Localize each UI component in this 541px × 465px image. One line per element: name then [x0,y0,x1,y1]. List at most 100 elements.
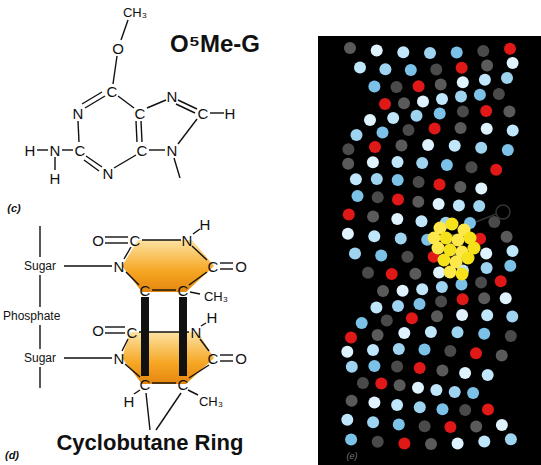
atom-label: N [114,351,125,366]
atom-sphere [482,404,494,416]
atom-sphere [490,164,502,176]
atom-sphere [413,176,425,188]
atom-sphere [493,88,505,100]
atom-label: N [167,89,178,104]
atom-sphere [372,191,384,203]
atom-sphere [368,81,380,93]
adduct-highlight [428,218,481,281]
atom-sphere [501,231,513,243]
atom-label: C [107,84,118,99]
atom-sphere [343,209,355,221]
atom-label: C [75,143,86,158]
atom-sphere [435,295,447,307]
atom-sphere [354,62,366,74]
thymine-ring [122,240,214,292]
atom-sphere [480,248,492,260]
atom-sphere [392,174,404,186]
atom-sphere [466,161,478,173]
atom-sphere [411,110,423,122]
atom-sphere [406,312,418,324]
atom-sphere [504,43,516,55]
atom-sphere [414,298,426,310]
atom-sphere [371,44,383,56]
atom-sphere [449,386,461,398]
atom-sphere [398,327,410,339]
atom-label: N [114,259,125,274]
atom-sphere [475,277,487,289]
atom-sphere [452,326,464,338]
atom-label: O [92,323,104,338]
atom-sphere [500,292,512,304]
atom-sphere [425,326,437,338]
atom-sphere [507,125,519,137]
atom-sphere [342,143,354,155]
atom-sphere [456,309,468,321]
atom-sphere [356,317,368,329]
atom-sphere [495,275,507,287]
atom-sphere [379,63,391,75]
atom-label: H [200,217,211,232]
atom-sphere [402,251,414,263]
atom-sphere [396,139,408,151]
atom-label: H [225,106,236,121]
atom-sphere [507,57,519,69]
atom-sphere [413,80,425,92]
structure-name: Cyclobutane Ring [56,432,243,454]
atom-sphere [437,403,449,415]
atom-sphere [346,395,358,407]
atom-sphere [501,72,513,84]
atom-sphere [507,245,519,257]
atom-sphere [457,76,469,88]
atom-label: O [235,259,247,274]
atom-label: N [50,143,61,158]
atom-sphere [438,254,451,267]
atom-sphere [412,382,424,394]
atom-sphere [436,281,448,293]
atom-sphere [435,79,447,91]
atom-sphere [349,248,361,260]
atom-sphere [480,105,492,117]
atom-sphere [425,438,437,450]
atom-sphere [434,107,446,119]
atom-sphere [403,124,415,136]
atom-label: C [178,377,189,392]
atom-label: C [208,351,219,366]
atom-sphere [381,315,393,327]
atom-sphere [502,144,514,156]
atom-label: O [235,351,247,366]
atom-sphere [350,173,362,185]
atom-sphere [395,233,407,245]
atom-sphere [371,173,383,185]
atom-sphere [424,47,436,59]
atom-sphere [367,344,379,356]
atom-sphere [456,62,468,74]
atom-sphere [367,416,379,428]
atom-sphere [375,250,387,262]
atom-sphere [391,81,403,93]
marker-line [476,214,496,222]
atom-sphere [362,267,374,279]
atom-sphere [419,420,431,432]
atom-sphere [344,42,356,54]
atom-sphere [459,367,471,379]
atom-sphere [398,97,410,109]
atom-label: O [92,233,104,248]
cyclobutane-bond [179,297,187,376]
atom-label: H [50,171,61,186]
atom-sphere [391,213,403,225]
atom-label: C [137,143,148,158]
atom-sphere [459,404,471,416]
atom-sphere [475,142,487,154]
atom-sphere [416,157,428,169]
atom-sphere [372,436,384,448]
atom-label: C [208,259,219,274]
atom-sphere [393,419,405,431]
atom-sphere [393,343,405,355]
atom-sphere [367,156,379,168]
atom-sphere [412,196,424,208]
atom-sphere [346,361,358,373]
atom-sphere [422,139,434,151]
atom-sphere [409,268,421,280]
atom-sphere [479,74,491,86]
